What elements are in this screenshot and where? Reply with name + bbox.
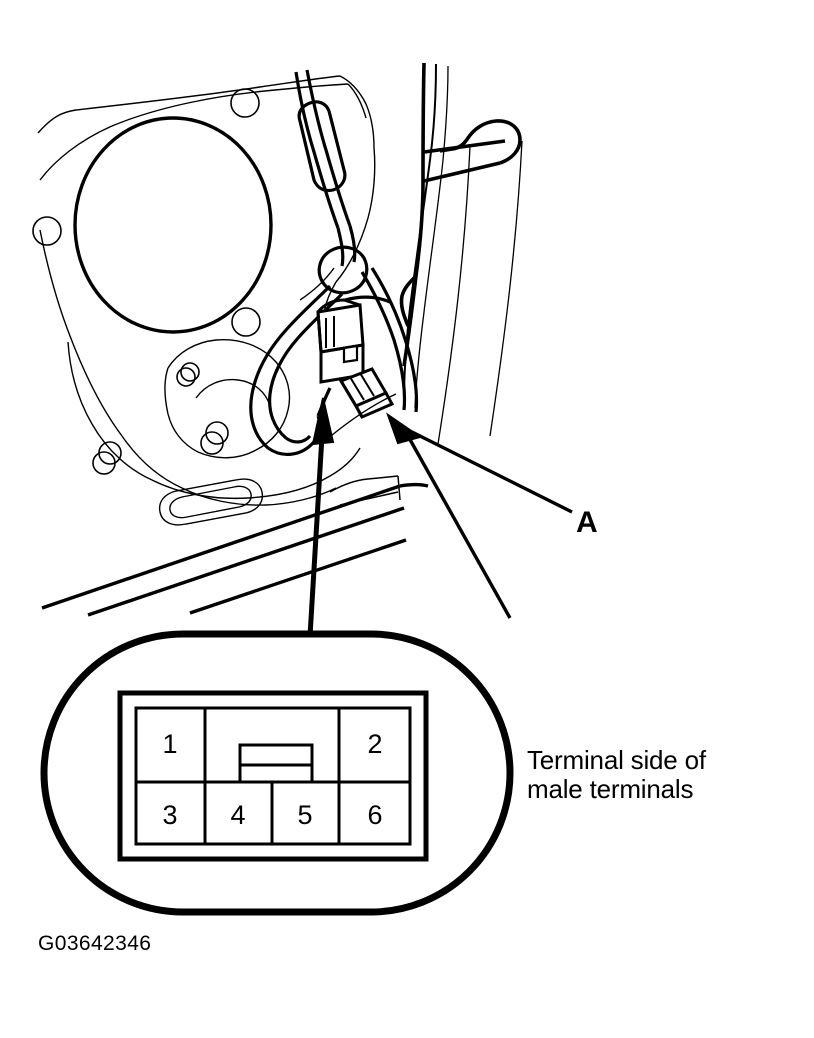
bolt-holes: [32, 88, 261, 475]
callout-caption-line2: male terminals: [527, 774, 694, 805]
vertical-post-secondary-edge: [403, 63, 437, 401]
pin-label-1: 1: [162, 729, 177, 759]
pin-number-labels: 1 2 3 4 5 6: [162, 729, 382, 830]
pin-label-2: 2: [367, 729, 382, 759]
pin-label-3: 3: [162, 800, 177, 830]
callout-leader-arrow: [307, 397, 335, 637]
pin-label-6: 6: [367, 800, 382, 830]
body-panel-thin-edges: [329, 475, 401, 506]
reference-a-leader: [386, 412, 573, 619]
pin-label-4: 4: [230, 800, 245, 830]
figure-id-label: G03642346: [38, 932, 152, 955]
connector-keyway: [238, 743, 314, 784]
panel-thin-edges: [414, 65, 523, 445]
wire-harness: [249, 69, 419, 456]
body-panel-edges: [41, 482, 429, 617]
thin-leader-left: [325, 393, 397, 441]
housing-thin-contours: [37, 75, 376, 526]
reference-label-a: A: [576, 506, 598, 539]
large-circular-bore: [73, 116, 273, 334]
callout-caption-line1: Terminal side of: [527, 745, 706, 775]
pin-label-5: 5: [297, 800, 312, 830]
connector-left: [316, 298, 365, 384]
